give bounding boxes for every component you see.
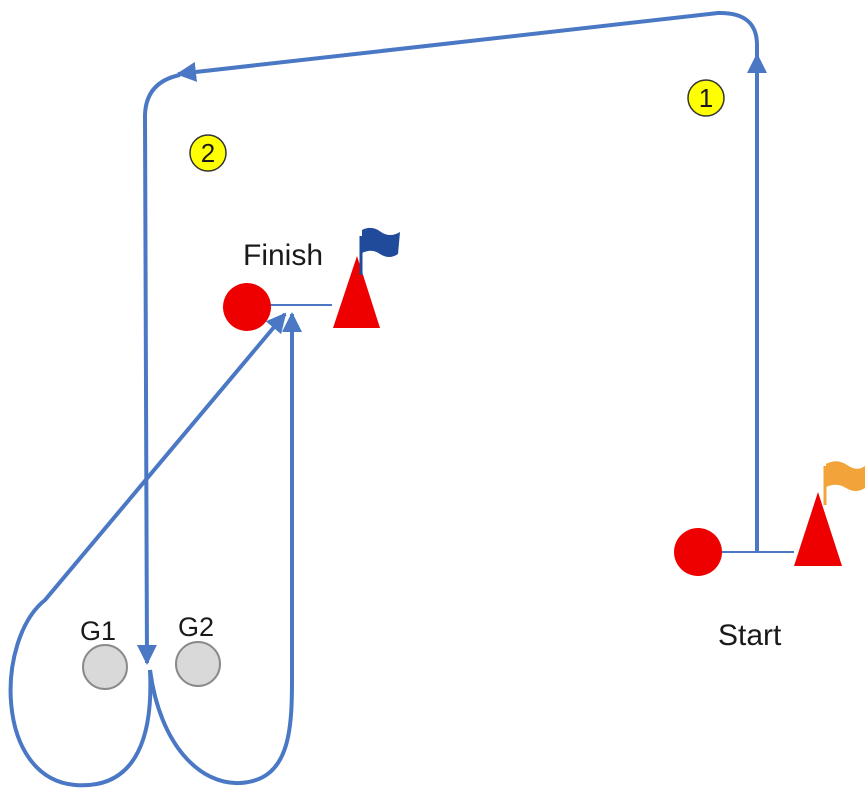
start-cone bbox=[794, 492, 842, 566]
path-loop-g1 bbox=[8, 312, 287, 788]
gate-2-label: G2 bbox=[178, 612, 214, 642]
gate-1-marker bbox=[82, 644, 128, 690]
step-1-label: 1 bbox=[699, 83, 713, 113]
finish-flag-icon bbox=[362, 227, 400, 257]
start-label: Start bbox=[718, 619, 782, 652]
path-left-down bbox=[136, 73, 181, 665]
start-buoy bbox=[674, 528, 722, 576]
path-top-route bbox=[176, 10, 759, 82]
gate-2-marker bbox=[175, 641, 221, 687]
gate-1-label: G1 bbox=[80, 616, 116, 646]
step-2-label: 2 bbox=[201, 138, 215, 168]
step-2-badge bbox=[189, 134, 227, 172]
finish-label: Finish bbox=[243, 239, 323, 272]
step-1-badge bbox=[687, 79, 725, 117]
start-flag-icon bbox=[826, 461, 865, 491]
finish-buoy bbox=[223, 283, 271, 331]
finish-cone bbox=[333, 256, 380, 328]
path-loop-g2 bbox=[148, 312, 302, 786]
